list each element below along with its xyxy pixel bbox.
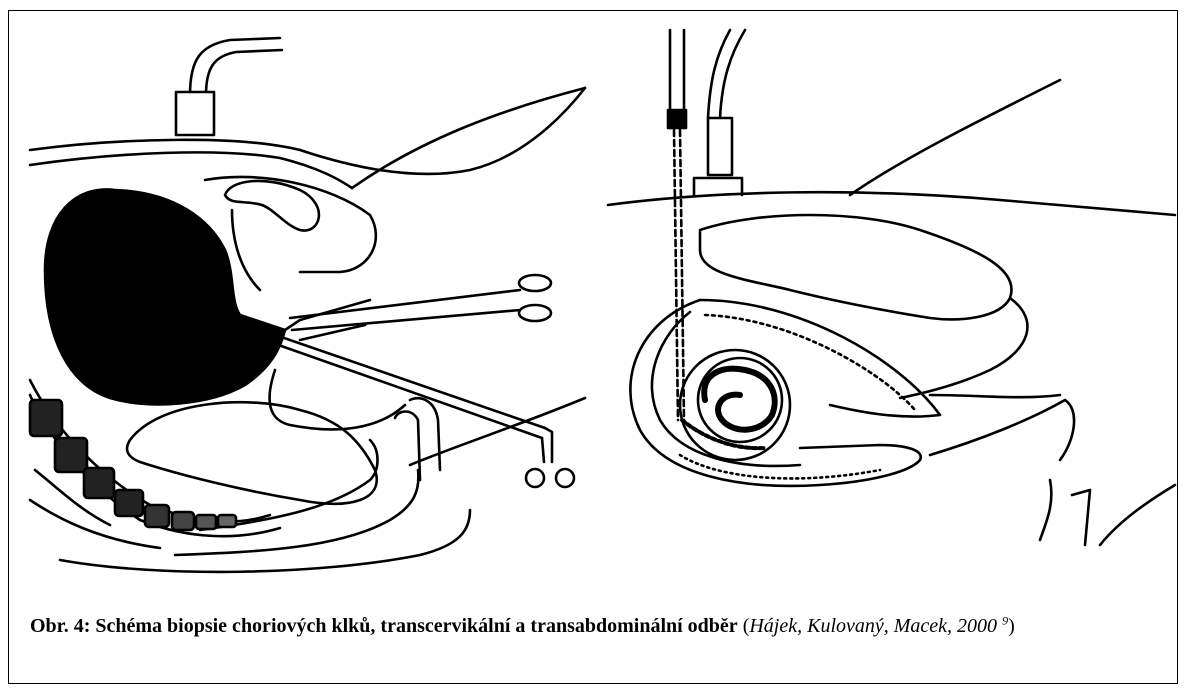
citation: Hájek, Kulovaný, Macek, 2000 bbox=[749, 615, 997, 637]
forceps bbox=[290, 290, 520, 330]
caption-label: Obr. 4: Schéma biopsie choriových klků, … bbox=[30, 615, 738, 637]
transabdominal-panel bbox=[608, 30, 1175, 545]
caption-close-paren: ) bbox=[1008, 615, 1015, 637]
abdominal-wall bbox=[30, 140, 300, 150]
ultrasound-cable bbox=[190, 38, 280, 95]
transcervical-panel bbox=[30, 38, 585, 572]
figure-illustrations bbox=[0, 0, 1187, 600]
fetus bbox=[704, 369, 774, 430]
ultrasound-probe bbox=[176, 92, 214, 135]
ultrasound-probe-2 bbox=[708, 118, 732, 175]
bladder bbox=[225, 181, 319, 231]
caption-open-paren: ( bbox=[738, 615, 750, 637]
figure-caption: Obr. 4: Schéma biopsie choriových klků, … bbox=[30, 612, 1170, 640]
abdominal-wall-2 bbox=[608, 192, 1175, 215]
rectum bbox=[127, 402, 377, 504]
uterus bbox=[45, 189, 285, 404]
